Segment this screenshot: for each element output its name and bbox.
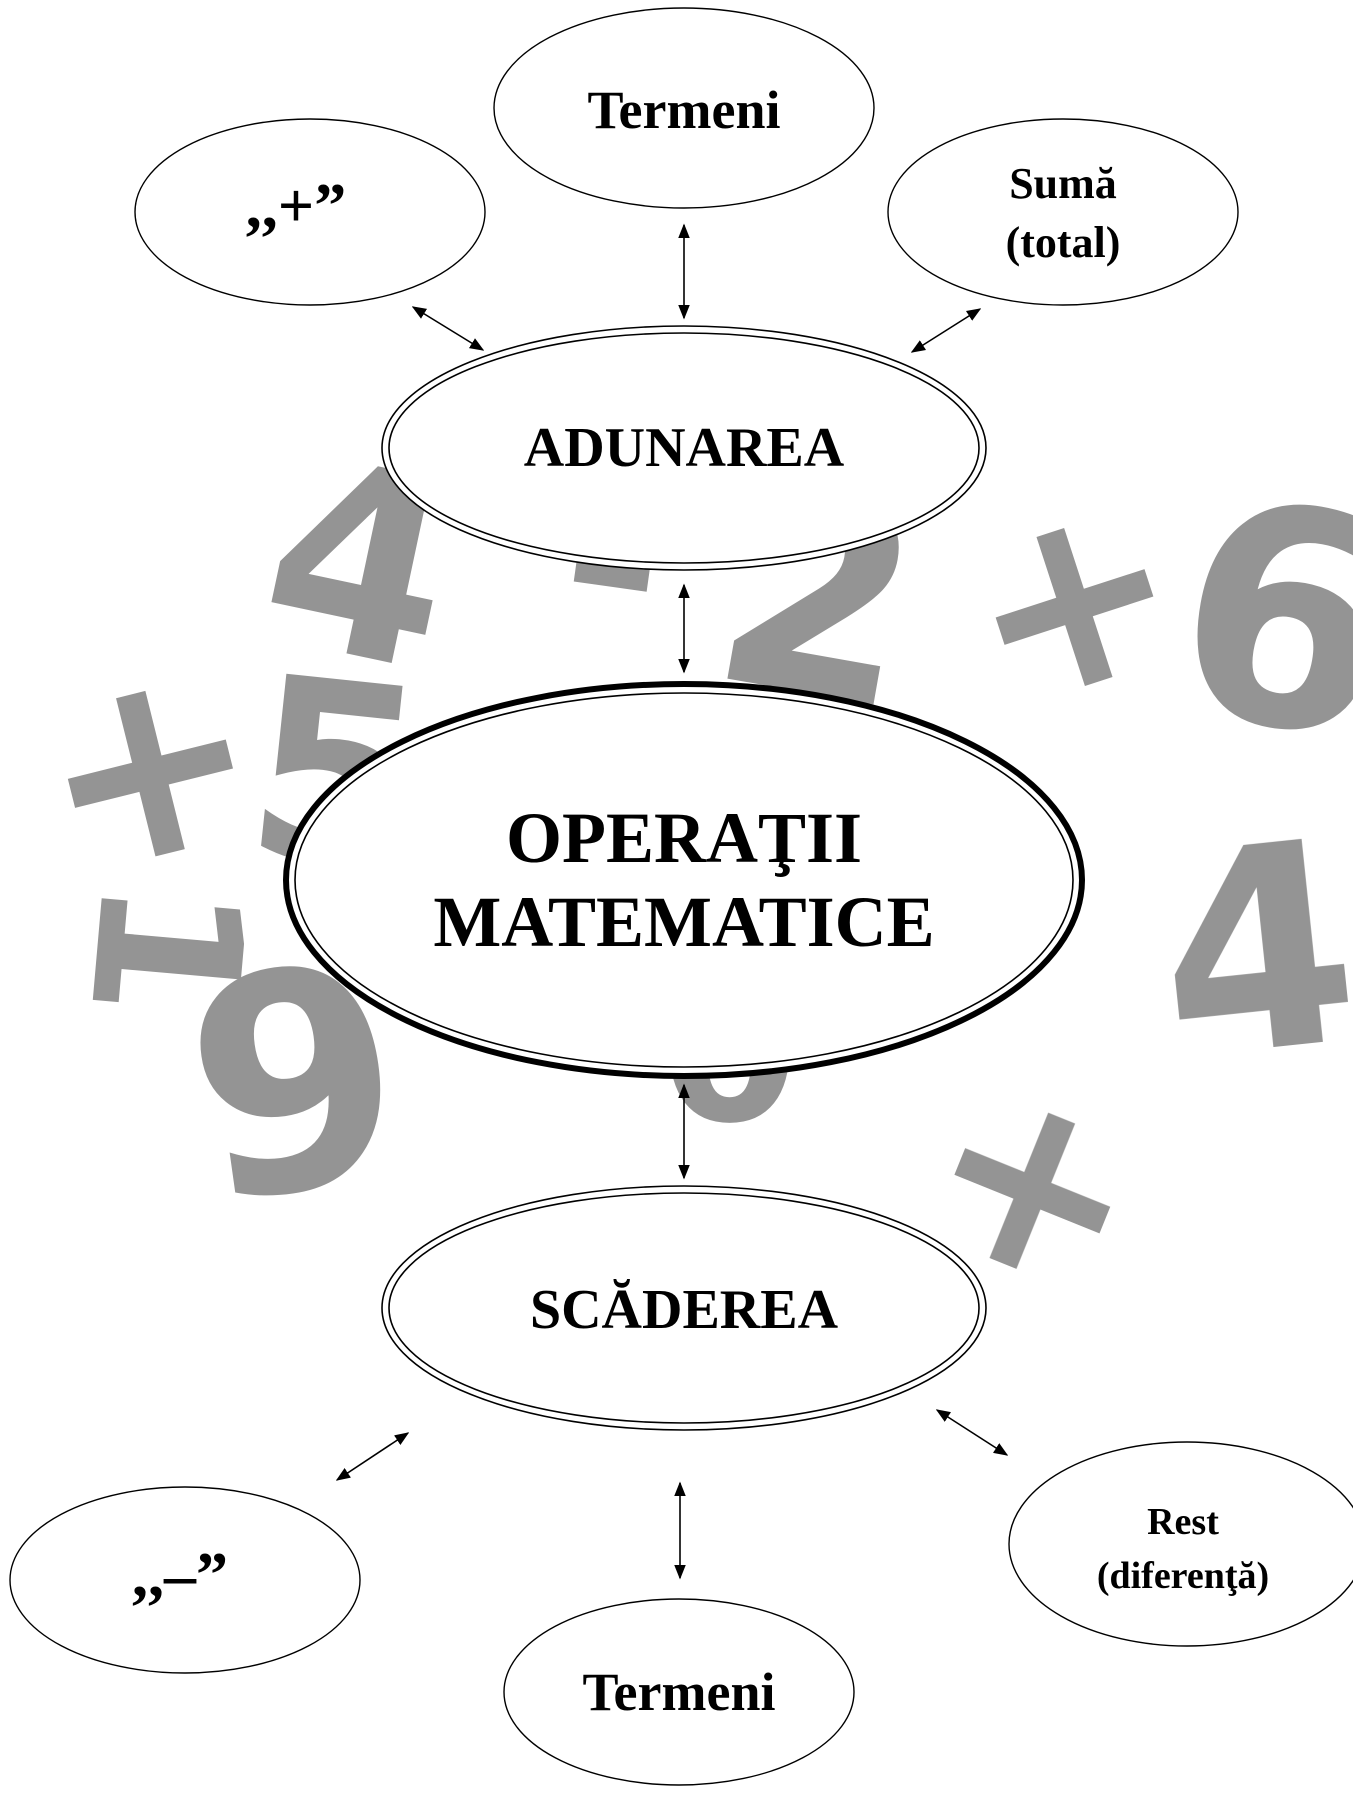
connector-arrows bbox=[335, 223, 1009, 1580]
center-label-line1: OPERAŢII bbox=[506, 798, 862, 878]
arrow-subtraction-to-rest bbox=[935, 1409, 1009, 1456]
sum-label-line2: (total) bbox=[1006, 218, 1121, 267]
subtraction-label: SCĂDEREA bbox=[530, 1278, 839, 1341]
node-subtraction-terms: Termeni bbox=[503, 1598, 855, 1786]
node-minus-sign: ,,–” bbox=[9, 1486, 361, 1674]
bg-digit-4-right: 4 bbox=[1144, 780, 1353, 1125]
bg-digit-6: 6 bbox=[1152, 431, 1353, 811]
sum-label-line1: Sumă bbox=[1009, 159, 1117, 208]
rest-label-line1: Rest bbox=[1147, 1501, 1219, 1543]
center-label-line2: MATEMATICE bbox=[433, 882, 934, 962]
bg-digit-1-bar: 1 bbox=[44, 871, 288, 1030]
addition-terms-label: Termeni bbox=[588, 80, 781, 140]
plus-sign-label: ,,+” bbox=[246, 170, 346, 241]
arrow-subtraction-to-minus bbox=[335, 1432, 410, 1481]
subtraction-terms-label: Termeni bbox=[583, 1662, 776, 1722]
node-subtraction: SCĂDEREA bbox=[381, 1185, 987, 1431]
node-addition-terms: Termeni bbox=[493, 7, 875, 209]
arrow-sum-to-addition bbox=[910, 308, 982, 353]
node-addition: ADUNAREA bbox=[381, 325, 987, 571]
rest-label-line2: (diferenţă) bbox=[1097, 1555, 1269, 1597]
arrow-plus-to-addition bbox=[411, 306, 485, 351]
node-center-operations: OPERAŢII MATEMATICE bbox=[283, 681, 1085, 1079]
node-sum: Sumă (total) bbox=[887, 118, 1239, 306]
minus-sign-label: ,,–” bbox=[132, 1539, 228, 1610]
node-plus-sign: ,,+” bbox=[134, 118, 486, 306]
node-rest: Rest (diferenţă) bbox=[1008, 1441, 1353, 1647]
addition-label: ADUNAREA bbox=[524, 417, 845, 479]
